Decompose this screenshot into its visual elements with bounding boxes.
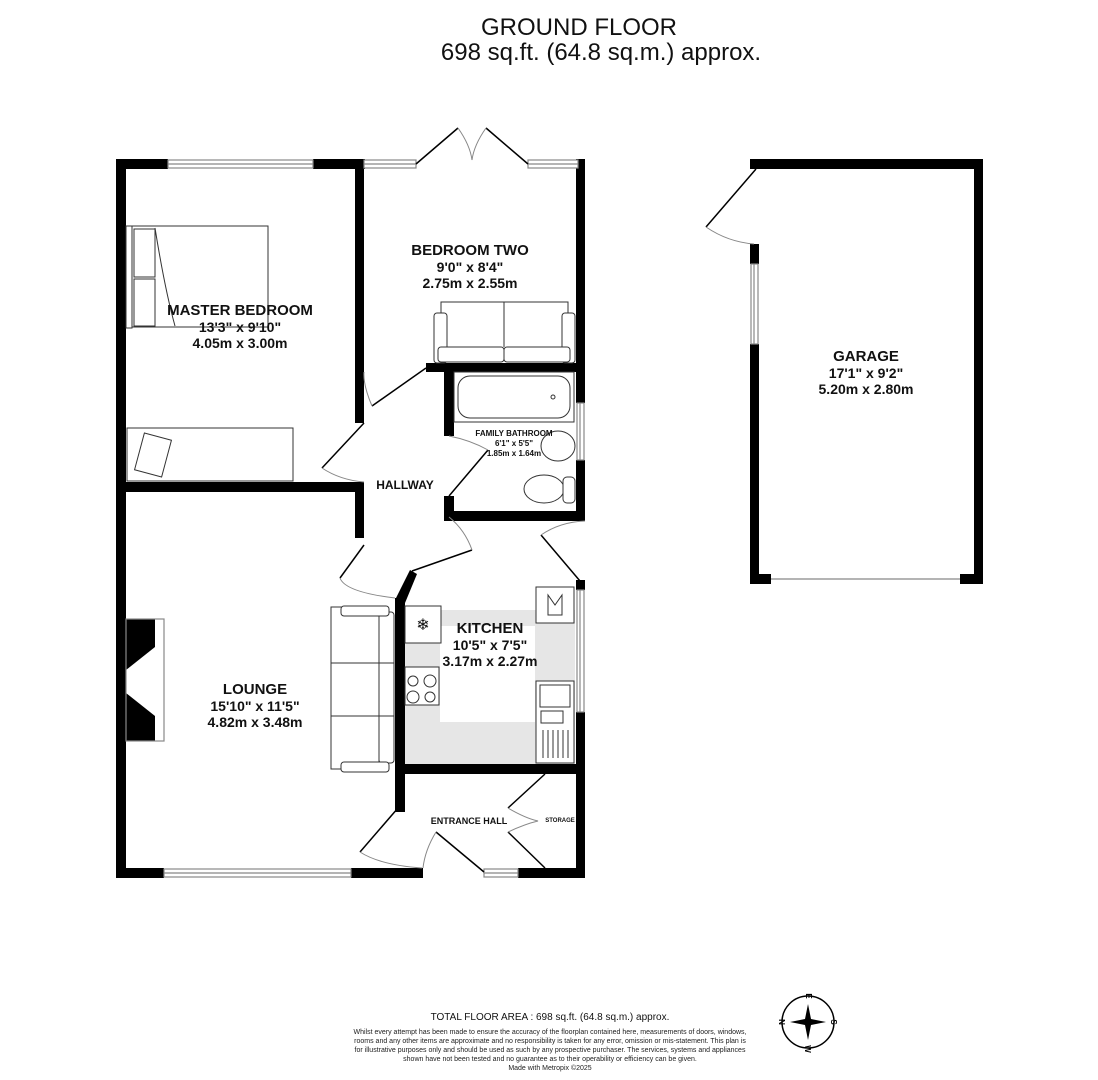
room-name: ENTRANCE HALL — [430, 816, 508, 826]
total-floor-area: TOTAL FLOOR AREA : 698 sq.ft. (64.8 sq.m… — [430, 1012, 670, 1023]
kitchen-worktop — [404, 610, 575, 765]
room-name: STORAGE — [545, 818, 575, 824]
svg-text:E: E — [804, 993, 813, 999]
room-metric: 1.85m x 1.64m — [486, 449, 542, 458]
room-imperial: 15'10" x 11'5" — [210, 698, 300, 714]
room-metric: 4.82m x 3.48m — [207, 714, 303, 730]
svg-text:N: N — [777, 1019, 786, 1025]
compass-icon: E S N W — [777, 993, 838, 1053]
room-garage: GARAGE 17'1" x 9'2" 5.20m x 2.80m — [819, 348, 914, 397]
furniture: ❄ — [125, 225, 576, 773]
floor-title: GROUND FLOOR — [480, 14, 677, 41]
room-family-bathroom: FAMILY BATHROOM 6'1" x 5'5" 1.85m x 1.64… — [475, 429, 552, 459]
svg-text:S: S — [829, 1019, 838, 1025]
room-storage: STORAGE — [545, 818, 575, 824]
windows — [125, 159, 960, 878]
floor-area: 698 sq.ft. (64.8 sq.m.) approx. — [440, 39, 762, 66]
room-hallway: HALLWAY — [376, 478, 434, 492]
room-name: LOUNGE — [222, 681, 288, 698]
room-imperial: 9'0" x 8'4" — [436, 259, 504, 275]
room-master-bedroom: MASTER BEDROOM 13'3" x 9'10" 4.05m x 3.0… — [167, 302, 313, 351]
room-lounge: LOUNGE 15'10" x 11'5" 4.82m x 3.48m — [208, 681, 303, 730]
disclaimer: Whilst every attempt has been made to en… — [352, 1028, 748, 1073]
room-metric: 5.20m x 2.80m — [818, 381, 914, 397]
room-name: GARAGE — [833, 348, 899, 365]
walls — [116, 159, 983, 878]
made-with: Made with Metropix ©2025 — [508, 1065, 592, 1072]
room-metric: 3.17m x 2.27m — [442, 653, 538, 669]
room-name: MASTER BEDROOM — [167, 302, 313, 319]
room-imperial: 17'1" x 9'2" — [828, 365, 904, 381]
room-bedroom-two: BEDROOM TWO 9'0" x 8'4" 2.75m x 2.55m — [411, 242, 529, 291]
svg-text:❄: ❄ — [416, 617, 429, 634]
room-name: HALLWAY — [376, 478, 434, 492]
room-name: BEDROOM TWO — [411, 242, 529, 259]
room-metric: 4.05m x 3.00m — [192, 335, 288, 351]
room-imperial: 6'1" x 5'5" — [494, 439, 534, 448]
room-name: KITCHEN — [456, 620, 524, 637]
room-metric: 2.75m x 2.55m — [422, 275, 518, 291]
doors — [321, 127, 757, 873]
room-imperial: 10'5" x 7'5" — [452, 637, 528, 653]
disclaimer-text: Whilst every attempt has been made to en… — [353, 1029, 747, 1063]
room-name: FAMILY BATHROOM — [475, 429, 553, 438]
room-kitchen: KITCHEN 10'5" x 7'5" 3.17m x 2.27m — [443, 620, 538, 669]
room-imperial: 13'3" x 9'10" — [198, 319, 282, 335]
svg-text:W: W — [803, 1045, 812, 1053]
room-entrance-hall: ENTRANCE HALL — [431, 816, 508, 826]
